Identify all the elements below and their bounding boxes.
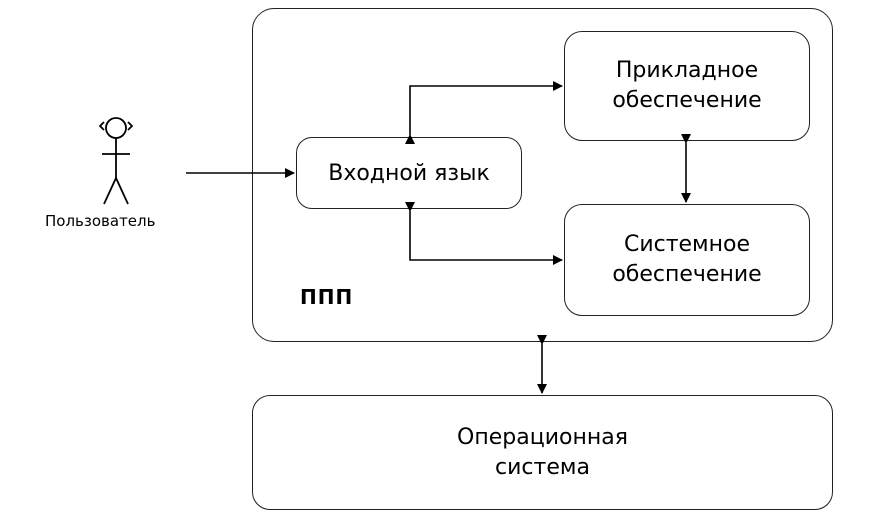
input-language-box: Входной язык [296, 137, 522, 209]
user-label: Пользователь [45, 212, 156, 230]
arrow-input-system [405, 202, 563, 265]
applied-software-line2: обеспечение [612, 88, 762, 113]
system-software-line2: обеспечение [612, 262, 762, 287]
ppp-label: ППП [300, 285, 354, 309]
arrow-input-applied [405, 81, 563, 144]
operating-system-box: Операционная система [252, 395, 833, 510]
system-software-line1: Системное [623, 232, 751, 257]
system-software-box: Системное обеспечение [564, 204, 810, 316]
applied-software-line1: Прикладное [615, 58, 759, 83]
applied-software-box: Прикладное обеспечение [564, 31, 810, 141]
operating-system-line2: система [495, 454, 590, 480]
input-language-label: Входной язык [328, 160, 490, 186]
user-stick-figure-icon [98, 117, 134, 205]
operating-system-line1: Операционная [457, 424, 628, 450]
